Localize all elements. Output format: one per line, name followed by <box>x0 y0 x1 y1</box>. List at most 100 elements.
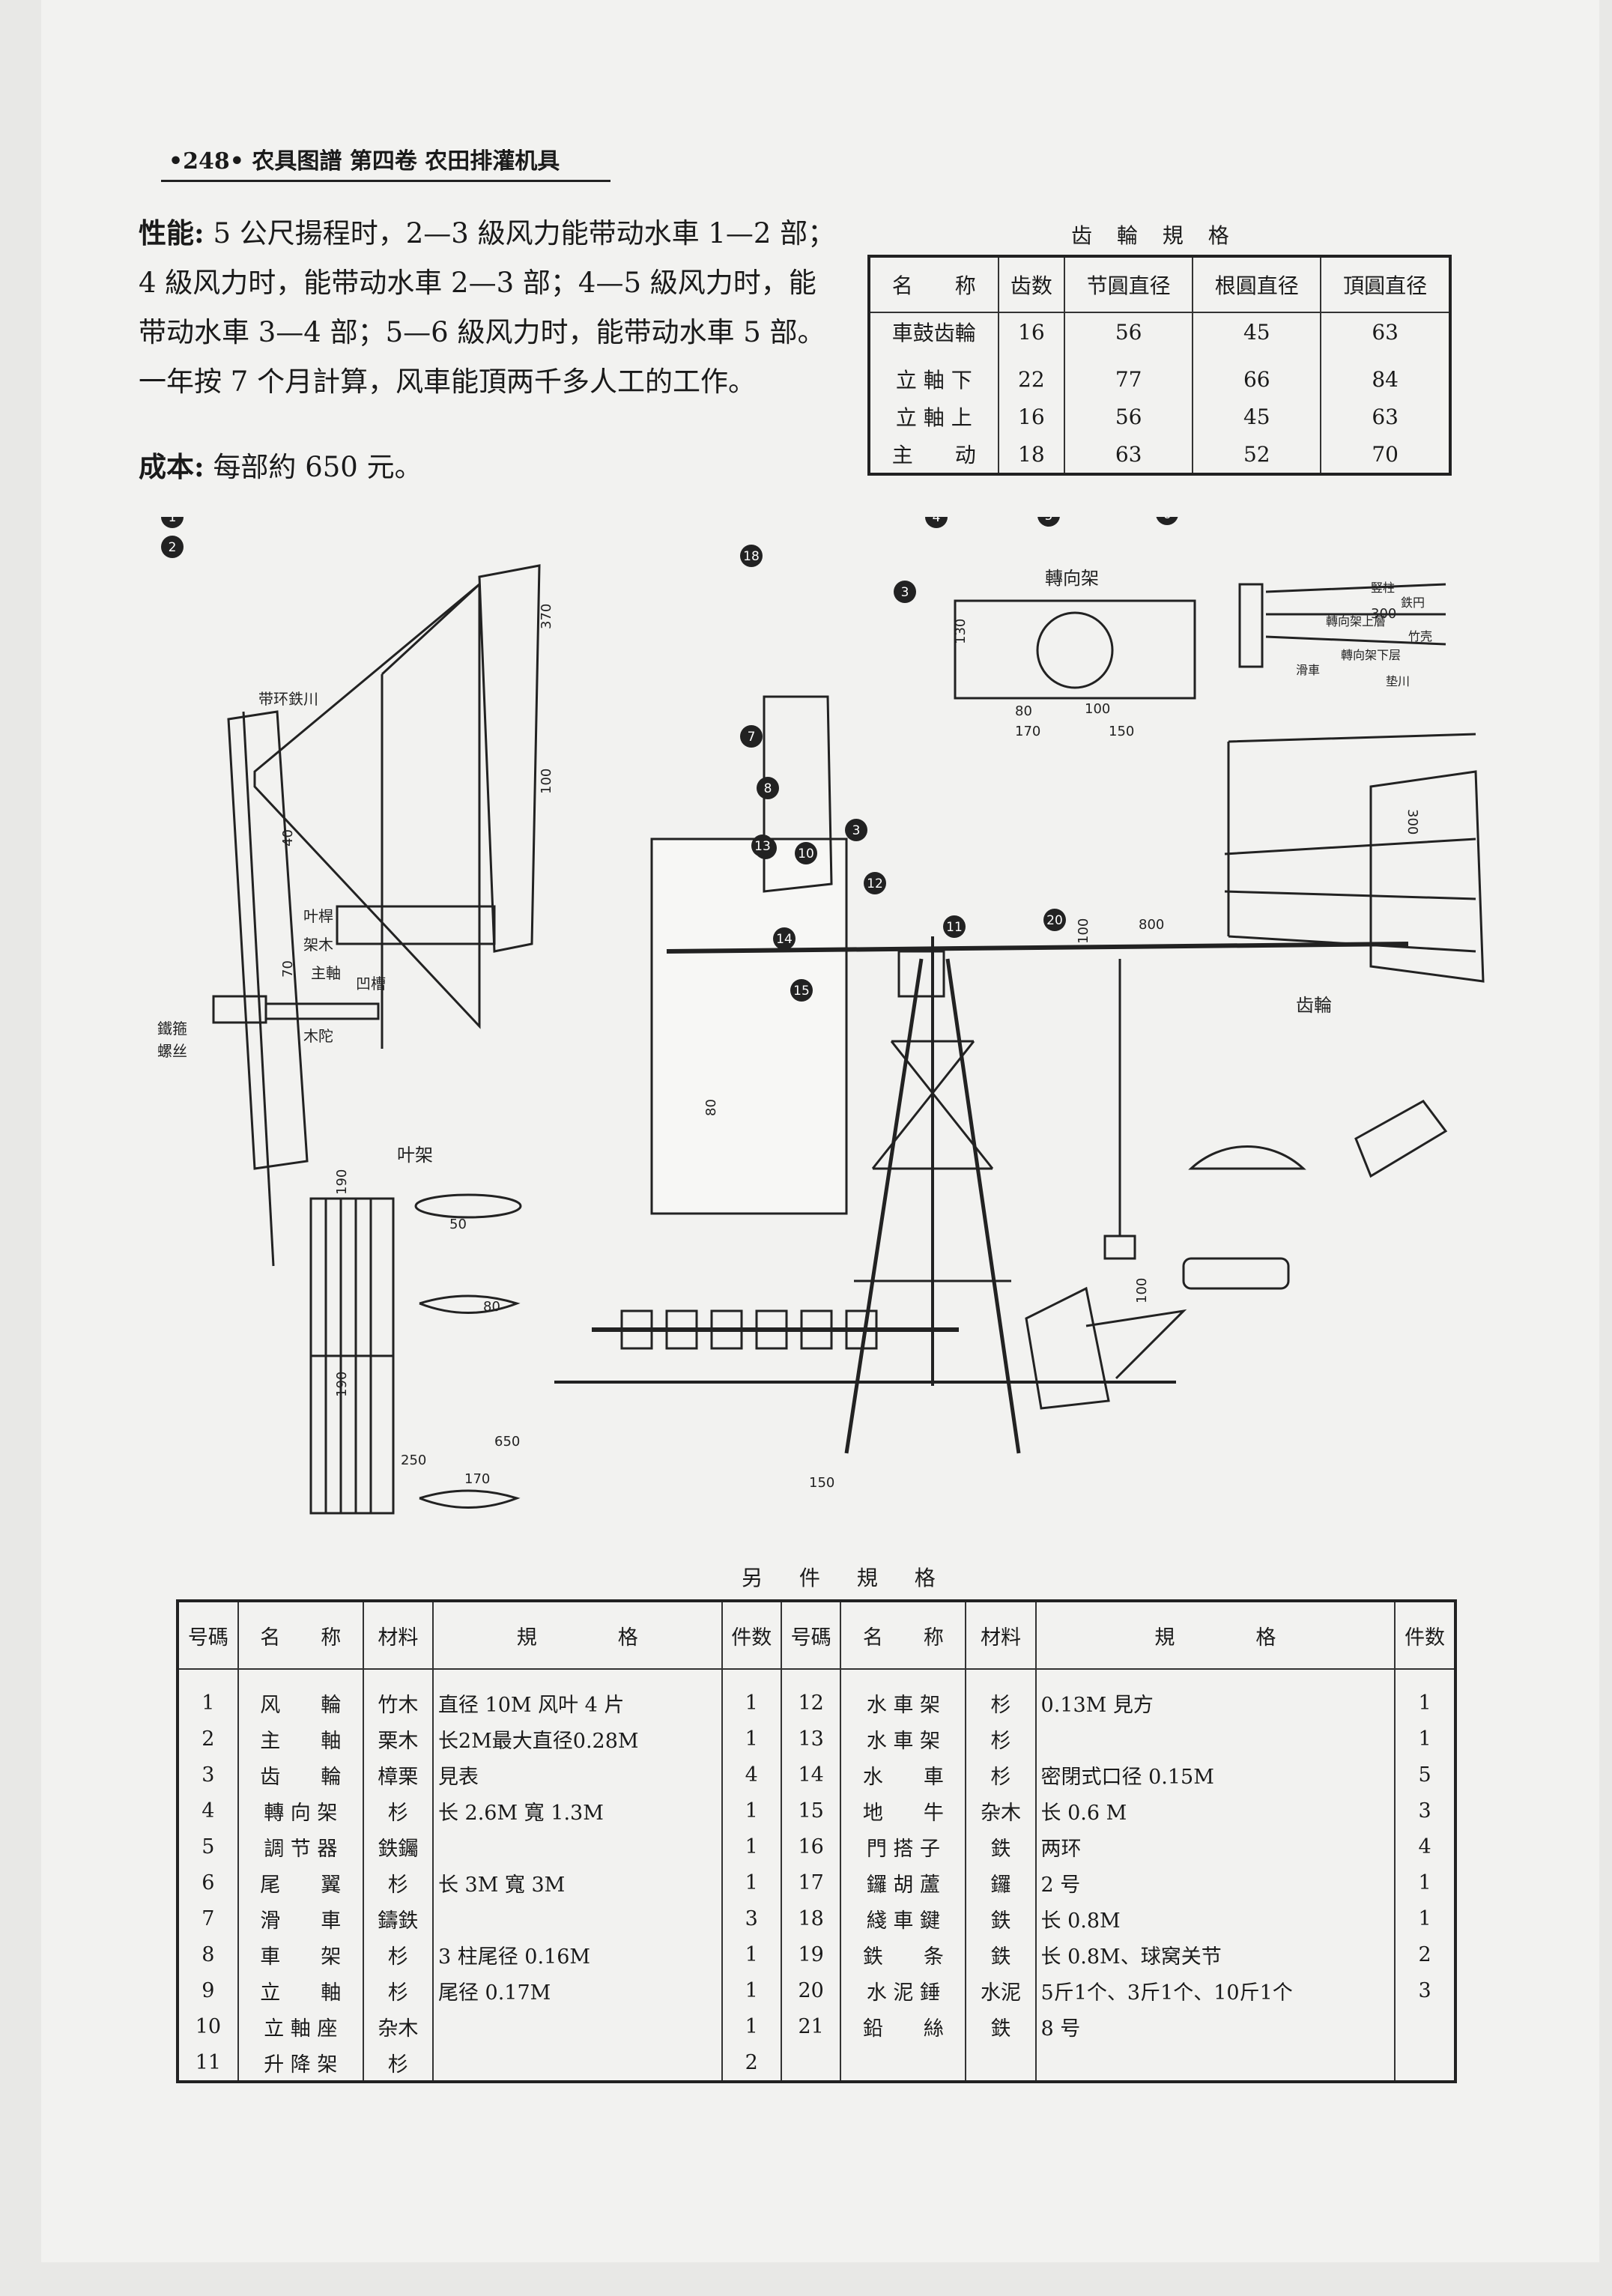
parts-table-cell: 鉄 <box>965 1900 1036 1936</box>
leaf-section-mid <box>419 1294 521 1314</box>
parts-table-cell: 19 <box>780 1936 841 1972</box>
gear-table-cell: 66 <box>1192 351 1321 398</box>
parts-table-cell: 鑼 胡 蘆 <box>840 1865 966 1900</box>
svg-text:12: 12 <box>867 876 883 891</box>
parts-table-cell: 3 <box>721 1900 781 1936</box>
parts-table-cell: 立 軸 <box>237 1972 363 2008</box>
parts-table-cell: 1 <box>721 1793 781 1829</box>
parts-table-cell: 20 <box>780 1972 841 2008</box>
parts-table-cell: 杉 <box>965 1757 1036 1793</box>
parts-table-cell: 水 車 架 <box>840 1721 966 1757</box>
parts-table-cell: 2 <box>1394 1936 1455 1972</box>
parts-header-cell: 号碼 <box>177 1600 239 1670</box>
label-tb-iron: 鉄円 <box>1401 596 1425 610</box>
callout-number: 11 <box>943 915 966 938</box>
turn-frame-post <box>1238 583 1264 668</box>
parts-table-cell: 車 架 <box>237 1936 363 1972</box>
callout-number: 12 <box>864 872 886 894</box>
parts-table-cell: 2 <box>721 2044 781 2082</box>
performance-paragraph: 性能: 5 公尺揚程时，2—3 級风力能带动水車 1—2 部；4 級风力时，能带… <box>139 208 843 407</box>
parts-table-cell: 长 0.8M、球窝关节 <box>1034 1936 1396 1972</box>
parts-table-cell: 1 <box>1394 1900 1455 1936</box>
parts-table-cell: 尾 翼 <box>237 1865 363 1900</box>
svg-text:7: 7 <box>748 730 756 745</box>
hub-frame <box>336 905 496 945</box>
parts-table-cell: 齿 輪 <box>237 1757 363 1793</box>
svg-text:4: 4 <box>933 517 941 525</box>
gear-table-cell: 22 <box>997 351 1065 398</box>
dimension-label: 190 <box>334 1169 350 1195</box>
frame-brace <box>381 583 481 1049</box>
parts-table-cell: 杉 <box>362 2044 433 2082</box>
svg-text:2: 2 <box>169 540 177 555</box>
callout-number: 15 <box>790 979 813 1002</box>
parts-table-cell: 0.13M 見方 <box>1034 1669 1396 1721</box>
parts-table-cell: 16 <box>780 1829 841 1865</box>
callout-number: 4 <box>925 506 948 528</box>
parts-table-cell: 鑼 <box>965 1865 1036 1900</box>
parts-table-cell: 长 2.6M 寬 1.3M <box>431 1793 722 1829</box>
parts-table-cell: 鉄 <box>965 1936 1036 1972</box>
dimension-label: 250 <box>401 1453 426 1468</box>
parts-table-cell: 直径 10M 风叶 4 片 <box>431 1669 722 1721</box>
windmill-svg: 轉向架 叶架 齿輪 带环鉄川 叶桿 架木 主軸 凹槽 木陀 鐵箍 螺丝 竪柱 鉄… <box>157 360 1485 1515</box>
parts-table-cell: 13 <box>780 1721 841 1757</box>
label-gear: 齿輪 <box>1296 995 1332 1016</box>
blade-top <box>763 695 833 893</box>
gear-table-cell: 77 <box>1064 351 1193 398</box>
parts-table-cell: 10 <box>195 2014 222 2038</box>
parts-table-cell: 鉄 <box>965 1829 1036 1865</box>
parts-table-cell: 1 <box>202 1691 215 1715</box>
parts-table-cell: 水 泥 錘 <box>840 1972 966 2008</box>
gear-table-cell: 70 <box>1320 435 1450 474</box>
parts-table-cell: 綫 車 鍵 <box>840 1900 966 1936</box>
gear-table-cell: 立 軸 上 <box>895 405 972 430</box>
parts-table-cell: 1 <box>1394 1721 1455 1757</box>
svg-text:8: 8 <box>764 781 772 796</box>
dimension-label: 80 <box>1015 703 1032 719</box>
parts-table-cell: 12 <box>780 1669 841 1721</box>
label-tb-lower: 轉向架下层 <box>1341 648 1401 662</box>
parts-table-cell: 鉄 条 <box>840 1936 966 1972</box>
parts-header-cell: 名 称 <box>840 1600 967 1670</box>
parts-table-cell <box>431 1829 722 1865</box>
parts-table-cell: 鉛 絲 <box>840 2008 966 2044</box>
parts-table-cell: 鉄钃 <box>362 1829 433 1865</box>
parts-table-cell: 地 牛 <box>840 1793 966 1829</box>
leaf-blade-side <box>227 710 309 1170</box>
label-bolt: 螺丝 <box>157 1042 187 1060</box>
gear-table-cell: 56 <box>1064 398 1193 435</box>
parts-table-cell <box>431 2044 722 2082</box>
dimension-label: 300 <box>1405 809 1420 835</box>
dimension-label: 50 <box>449 1217 467 1232</box>
parts-table-cell: 1 <box>721 1829 781 1865</box>
parts-table-cell: 升 降 架 <box>237 2044 363 2082</box>
gear-table-title: 齿 輪 規 格 <box>1071 223 1238 248</box>
parts-table-title: 另 件 規 格 <box>742 1566 951 1590</box>
callout-number: 7 <box>740 725 763 748</box>
gear-box <box>897 950 945 998</box>
label-tb-upper: 轉向架上層 <box>1326 614 1386 628</box>
parts-table-cell: 5 <box>1394 1757 1455 1793</box>
gear-tooth-detail <box>1354 1100 1448 1178</box>
parts-table-cell: 4 <box>721 1757 781 1793</box>
dimension-label: 150 <box>809 1475 834 1491</box>
parts-table-cell: 鉄 <box>965 2008 1036 2044</box>
parts-table-cell: 水泥 <box>965 1972 1036 2008</box>
header-rule <box>161 180 610 182</box>
parts-table-cell: 18 <box>780 1900 841 1936</box>
cost-paragraph: 成本: 每部約 650 元。 <box>139 442 843 492</box>
turn-frame-plan <box>954 599 1196 700</box>
callout-number: 3 <box>894 581 916 603</box>
gear-half-view <box>1188 1145 1306 1170</box>
dimension-label: 100 <box>1085 701 1110 717</box>
parts-table-cell: 3 柱尾径 0.16M <box>431 1936 722 1972</box>
dimension-label: 100 <box>1076 918 1091 944</box>
